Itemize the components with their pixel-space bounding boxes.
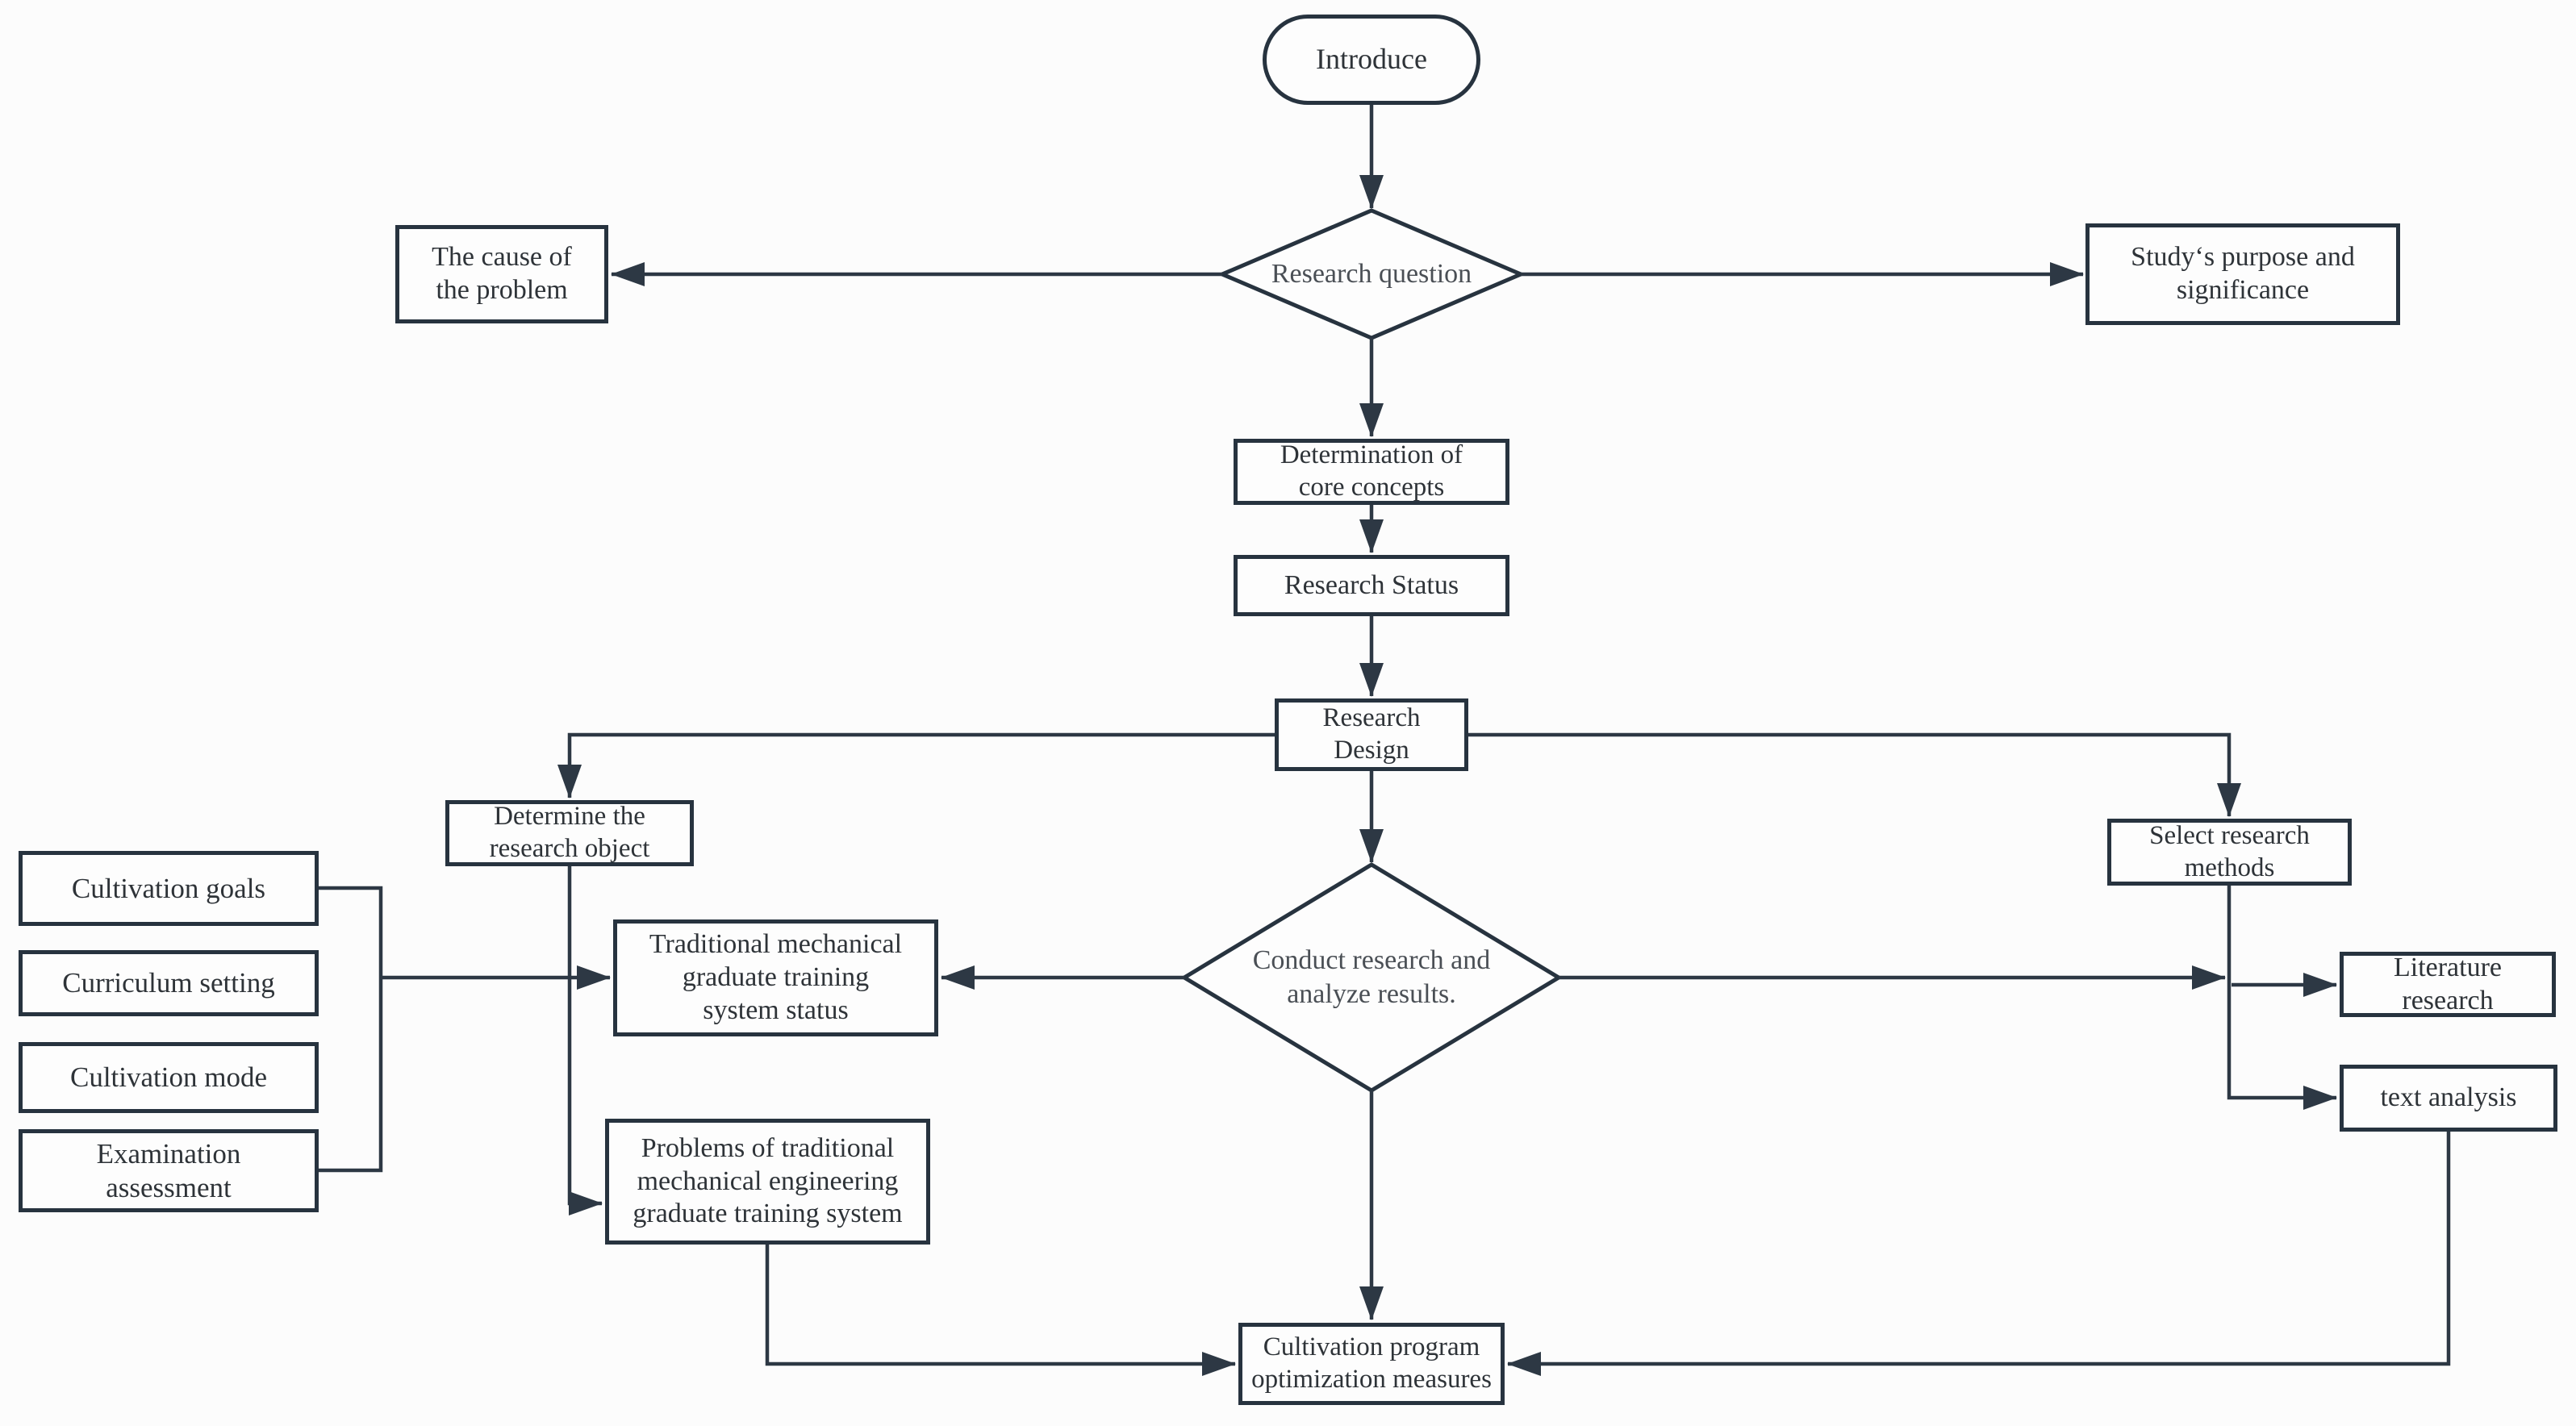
node-select-research-methods: Select research methods [2107,819,2352,886]
node-problems-traditional-system: Problems of traditional mechanical engin… [605,1119,930,1245]
node-determination-core-concepts: Determination of core concepts [1234,439,1509,505]
node-examination-assessment: Examination assessment [19,1129,319,1212]
node-literature-research: Literature research [2340,952,2556,1017]
node-research-question-label: Research question [1271,258,1472,289]
edge-text-analysis-to-optimization [1507,1131,2451,1376]
node-study-purpose: Study‘s purpose and significance [2085,223,2400,325]
node-research-design: Research Design [1275,698,1468,771]
node-curriculum-setting: Curriculum setting [19,950,319,1016]
node-cultivation-program-optimization: Cultivation program optimization measure… [1238,1323,1505,1405]
node-cause-of-problem: The cause of the problem [395,225,608,323]
node-conduct-research-label: Conduct research and analyze results. [1252,944,1491,1010]
node-introduce: Introduce [1263,15,1480,105]
edge-select-methods-to-text-analysis [2227,885,2337,1110]
node-cultivation-mode: Cultivation mode [19,1042,319,1113]
edge-design-to-select-methods [1468,732,2241,817]
edge-problems-to-optimization [765,1245,1236,1376]
node-determine-research-object: Determine the research object [445,800,694,866]
node-research-status: Research Status [1234,555,1509,616]
node-text-analysis: text analysis [2340,1065,2557,1132]
edge-determine-object-to-problems [567,865,603,1215]
bracket-goals-exam [319,886,383,1173]
edge-design-to-determine-object [557,732,1275,798]
node-traditional-system-status: Traditional mechanical graduate training… [613,919,938,1036]
node-cultivation-goals: Cultivation goals [19,851,319,926]
